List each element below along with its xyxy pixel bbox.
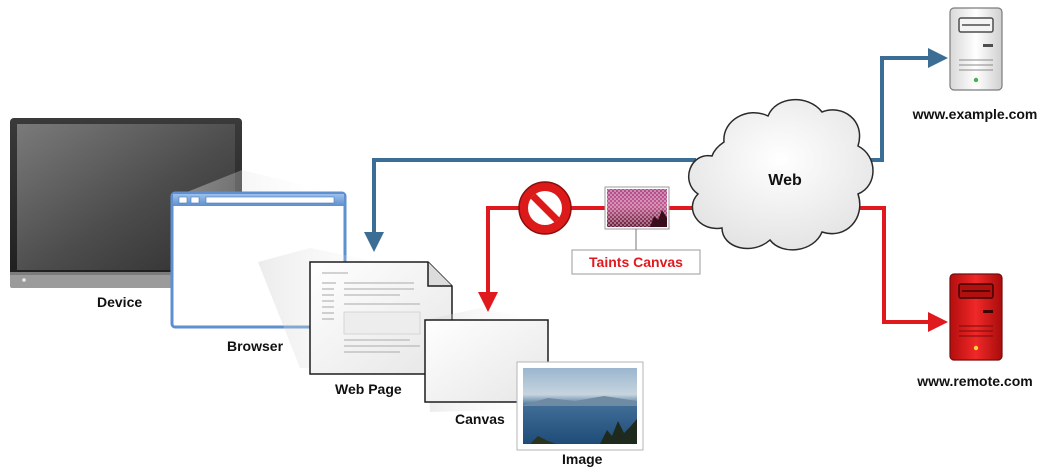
device-label: Device <box>97 294 142 310</box>
canvas-label: Canvas <box>455 411 505 427</box>
web-page-label: Web Page <box>335 381 402 397</box>
image-label: Image <box>562 451 603 467</box>
web-page-document-icon <box>309 261 453 375</box>
taints-canvas-callout: Taints Canvas <box>571 249 701 275</box>
tainted-image-icon <box>604 186 670 230</box>
canvas-sheet-icon <box>424 319 549 403</box>
browser-label: Browser <box>227 338 284 354</box>
taints-canvas-label: Taints Canvas <box>589 254 683 270</box>
blue-path-to-browser <box>364 158 696 252</box>
remote-server-label: www.remote.com <box>916 373 1032 389</box>
example-server-label: www.example.com <box>912 106 1038 122</box>
example-server-icon <box>949 7 1003 91</box>
image-photo-icon <box>516 361 644 451</box>
no-entry-icon <box>518 181 572 235</box>
remote-server-icon <box>949 273 1003 361</box>
red-path-to-remote <box>852 206 948 332</box>
cloud-icon <box>687 98 874 251</box>
web-label: Web <box>768 172 802 189</box>
